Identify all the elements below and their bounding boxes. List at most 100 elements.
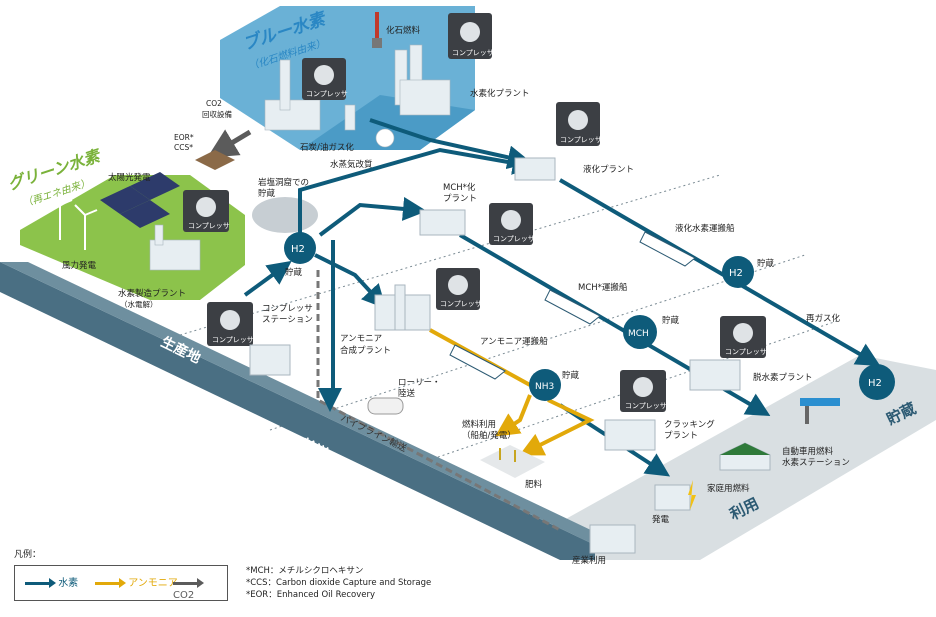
mch-plant-icon	[419, 209, 466, 236]
lh2-ship-label: 液化水素運搬船	[675, 223, 735, 234]
wind-label: 風力発電	[62, 260, 97, 271]
oil-derrick-icon	[372, 12, 382, 48]
wind-turbines-icon	[49, 194, 98, 250]
legend-item-hydrogen: 水素	[25, 577, 79, 590]
compressor-station-icon	[249, 344, 291, 376]
legend-item-ammonia: アンモニア	[95, 577, 178, 590]
zone-divider	[269, 254, 806, 431]
footnotes: *MCH：メチルシクロヘキサン *CCS：Carbon dioxide Capt…	[246, 565, 431, 601]
cracking-label-1: クラッキング	[664, 419, 715, 430]
ammonia-arrow-icon	[95, 577, 126, 588]
hydrogenation-plant-label: 水素化プラント	[470, 88, 530, 99]
dehydrogenation-plant-icon	[689, 359, 741, 391]
legend-item-co2: CO2	[173, 577, 227, 602]
legend-label: CO2	[173, 590, 195, 601]
ammonia-plant-icon	[374, 284, 431, 331]
region-band	[0, 262, 595, 560]
svg-text:コンプレッサ: コンプレッサ	[212, 336, 254, 344]
ammonia-plant-label-1: アンモニア	[340, 334, 382, 344]
regasification-label: 再ガス化	[806, 313, 841, 324]
co2-flow-arrow	[207, 129, 252, 158]
factory-icon	[589, 524, 636, 554]
h2-storage-tank-icon: H2	[284, 232, 316, 264]
salt-cavern-label-1: 岩塩洞窟での	[258, 177, 309, 188]
solar-label: 太陽光発電	[108, 172, 151, 183]
salt-cavern-icon	[252, 197, 318, 233]
compressor-icon: コンプレッサ	[436, 268, 482, 310]
co2-capture-label-1: CO2	[206, 99, 222, 108]
cracking-plant-icon	[604, 419, 656, 451]
svg-text:MCH: MCH	[628, 329, 649, 339]
storage-label: 貯蔵	[285, 267, 303, 278]
fertilizer-label: 肥料	[525, 479, 543, 490]
svg-text:コンプレッサ: コンプレッサ	[440, 300, 482, 308]
svg-text:コンプレッサ: コンプレッサ	[306, 90, 348, 98]
liquefaction-plant-icon	[514, 157, 556, 181]
eor-label: EOR*	[174, 133, 194, 142]
gasification-label: 石炭/油ガス化	[300, 142, 354, 153]
legend-title: 凡例：	[14, 550, 42, 560]
region-band-top	[0, 262, 595, 545]
svg-text:コンプレッサ: コンプレッサ	[560, 136, 602, 144]
svg-text:コンプレッサ: コンプレッサ	[493, 235, 535, 243]
legend-label: アンモニア	[128, 578, 178, 589]
hydrogen-arrow-icon	[25, 577, 56, 588]
compressor-icon: コンプレッサ	[302, 58, 348, 100]
storage-label: 貯蔵	[757, 258, 775, 269]
solar-panels-icon	[100, 172, 180, 228]
electrolysis-label-1: 水素製造プラント	[118, 288, 186, 299]
compressor-icon: コンプレッサ	[183, 190, 230, 232]
svg-text:H2: H2	[291, 244, 305, 255]
compressor-icon: コンプレッサ	[620, 370, 667, 412]
storage-label: 貯蔵	[562, 370, 580, 381]
fossil-fuel-label: 化石燃料	[386, 25, 421, 36]
fuel-station-label-2: 水素ステーション	[782, 457, 850, 468]
fuel-station-label-1: 自動車用燃料	[782, 446, 834, 457]
mch-plant-label-1: MCH*化	[443, 182, 476, 193]
storage-label: 貯蔵	[662, 315, 680, 326]
electrolysis-label-2: （水電解）	[120, 299, 158, 309]
ccs-label: CCS*	[174, 143, 193, 152]
co2-capture-label-2: 回収設備	[202, 109, 232, 119]
salt-cavern-label-2: 貯蔵	[258, 188, 276, 199]
legend-label: 水素	[58, 578, 79, 589]
lh2-ship-icon	[639, 231, 696, 267]
ammonia-ship-icon	[449, 344, 506, 380]
svg-text:コンプレッサ: コンプレッサ	[625, 402, 667, 410]
liquefaction-label: 液化プラント	[583, 164, 634, 175]
compressor-icon: コンプレッサ	[207, 302, 254, 346]
compressor-icon: コンプレッサ	[448, 13, 494, 59]
svg-text:コンプレッサ: コンプレッサ	[188, 222, 230, 230]
h2-storage-tank-icon: H2	[859, 364, 895, 400]
mch-plant-label-2: プラント	[443, 194, 477, 204]
cracking-label-2: プラント	[664, 431, 698, 441]
house-icon	[719, 442, 771, 471]
power-plant-icon	[654, 480, 696, 511]
svg-text:コンプレッサ: コンプレッサ	[725, 348, 767, 356]
legend: 水素 アンモニア CO2	[14, 565, 228, 601]
compressor-station-label-2: ステーション	[262, 315, 313, 325]
ccs-well-icon	[195, 150, 235, 170]
steam-reforming-label: 水蒸気改質	[330, 159, 373, 170]
footnote-ccs: *CCS：Carbon dioxide Capture and Storage	[246, 578, 432, 588]
compressor-icon: コンプレッサ	[556, 102, 602, 146]
compressor-icon: コンプレッサ	[489, 203, 535, 245]
fuel-use-label-2: （船舶/発電）	[462, 430, 516, 441]
fuel-use-label-1: 燃料利用	[462, 419, 496, 430]
dehydrogenation-label: 脱水素プラント	[753, 372, 813, 383]
svg-text:NH3: NH3	[535, 382, 554, 392]
home-fuel-label: 家庭用燃料	[707, 483, 750, 494]
power-gen-label: 発電	[652, 515, 670, 525]
co2-arrow-icon	[173, 577, 204, 588]
svg-text:H2: H2	[868, 378, 882, 389]
mch-ship-label: MCH*運搬船	[578, 282, 628, 293]
footnote-eor: *EOR：Enhanced Oil Recovery	[246, 590, 375, 600]
mch-storage-tank-icon: MCH	[623, 315, 657, 349]
industrial-label: 産業利用	[572, 555, 606, 566]
nh3-storage-tank-icon: NH3	[529, 369, 561, 401]
pipeline-route	[316, 270, 561, 532]
hydrogen-station-icon	[800, 398, 840, 424]
mch-ship-icon	[544, 289, 601, 325]
zone-divider	[179, 174, 721, 336]
